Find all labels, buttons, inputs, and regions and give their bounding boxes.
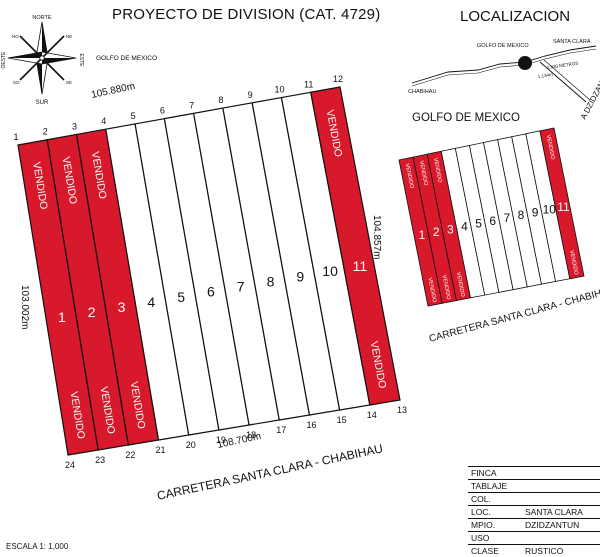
lot-number: 1 (419, 228, 426, 242)
info-key: COL. (468, 493, 522, 506)
info-value: DZIDZANTUN (522, 519, 600, 532)
info-key: LOC. (468, 506, 522, 519)
compass-east-label: ESTE (78, 53, 84, 67)
lot-number: 3 (118, 299, 126, 315)
info-value (522, 480, 600, 493)
lot-number: 2 (433, 225, 440, 239)
vertex-label: 4 (101, 116, 106, 126)
lot-number: 4 (147, 294, 155, 310)
gulf-label-top: GOLFO DE MEXICO (96, 55, 157, 62)
vertex-label: 17 (276, 425, 286, 435)
lot-number: 7 (237, 279, 245, 295)
vertex-label: 24 (65, 460, 75, 470)
lot-number: 5 (177, 289, 185, 305)
mini-gulf-label: GOLFO DE MEXICO (412, 112, 520, 124)
vertex-label: 15 (337, 415, 347, 425)
compass-se-label: SE (66, 80, 72, 85)
info-key: FINCA (468, 467, 522, 480)
info-row: TABLAJE (468, 480, 600, 493)
info-row: COL. (468, 493, 600, 506)
vertex-label: 20 (186, 440, 196, 450)
vertex-label: 21 (156, 445, 166, 455)
main-parcel-map: 1VENDIDOVENDIDO2VENDIDOVENDIDO3VENDIDOVE… (13, 74, 407, 470)
compass-nw-label: NO (12, 34, 19, 39)
vertex-label: 11 (304, 79, 313, 89)
lot-number: 9 (296, 268, 304, 284)
info-key: CLASE (468, 545, 522, 557)
lot-number: 8 (518, 208, 525, 222)
lot-number: 11 (557, 200, 570, 214)
info-value (522, 493, 600, 506)
dim-right: 104.857m (371, 215, 382, 259)
loc-santa-clara-label: SANTA CLARA (553, 39, 591, 45)
lot-number: 9 (532, 205, 539, 219)
vertex-label: 12 (333, 74, 343, 84)
info-key: USO (468, 532, 522, 545)
loc-chabihau-label: CHABIHAU (408, 89, 436, 95)
lot-number: 3 (447, 222, 454, 236)
lot-number: 5 (475, 217, 482, 231)
vertex-label: 7 (189, 100, 194, 110)
vertex-label: 8 (218, 95, 223, 105)
lot-number: 6 (489, 214, 496, 228)
scale-label: ESCALA 1: 1,000 (6, 542, 68, 551)
vertex-label: 10 (274, 85, 284, 95)
vertex-label: 3 (72, 121, 77, 131)
info-value (522, 532, 600, 545)
info-key: TABLAJE (468, 480, 522, 493)
loc-distance-b: 2,930 METROS (546, 61, 578, 70)
info-key: MPIO. (468, 519, 522, 532)
info-value: SANTA CLARA (522, 506, 600, 519)
lot-number: 8 (267, 273, 275, 289)
vertex-label: 1 (13, 132, 18, 142)
compass-ne-label: NE (66, 34, 72, 39)
vertex-label: 9 (248, 90, 253, 100)
vertex-label: 13 (397, 405, 407, 415)
location-map (412, 46, 596, 102)
info-row: MPIO.DZIDZANTUN (468, 519, 600, 532)
lot-number: 1 (58, 309, 66, 325)
info-row: LOC.SANTA CLARA (468, 506, 600, 519)
info-value: RUSTICO (522, 545, 600, 557)
vertex-label: 14 (367, 410, 377, 420)
compass-north-label: NORTE (32, 15, 51, 21)
dim-left: 103.002m (19, 285, 30, 329)
mini-parcel-map: 1VENDIDOVENDIDO2VENDIDOVENDIDO3VENDIDOVE… (399, 128, 584, 306)
compass-south-label: SUR (36, 100, 49, 106)
vertex-label: 6 (160, 106, 165, 116)
lot-number: 10 (322, 263, 338, 279)
vertex-label: 22 (125, 450, 135, 460)
dim-bottom: 108.700m (216, 431, 262, 451)
vertex-label: 5 (131, 111, 136, 121)
vertex-label: 23 (95, 455, 105, 465)
lot-number: 4 (461, 219, 468, 233)
lot-number: 2 (88, 304, 96, 320)
vertex-label: 2 (43, 127, 48, 137)
lot-number: 10 (543, 203, 557, 217)
lot-number: 6 (207, 284, 215, 300)
vertex-label: 16 (306, 420, 316, 430)
compass-west-label: OESTE (1, 51, 7, 69)
dim-top: 105.880m (90, 81, 136, 101)
location-marker-icon (518, 56, 532, 70)
info-row: USO (468, 532, 600, 545)
info-value (522, 467, 600, 480)
loc-distance-a: 1,134m (537, 72, 553, 79)
lot-number: 7 (504, 211, 511, 225)
main-road-label: CARRETERA SANTA CLARA - CHABIHAU (156, 441, 384, 503)
lot-number: 11 (353, 258, 368, 274)
compass-sw-label: SO (13, 80, 20, 85)
loc-gulf-label: GOLFO DE MEXICO (477, 43, 529, 49)
info-row: FINCA (468, 467, 600, 480)
